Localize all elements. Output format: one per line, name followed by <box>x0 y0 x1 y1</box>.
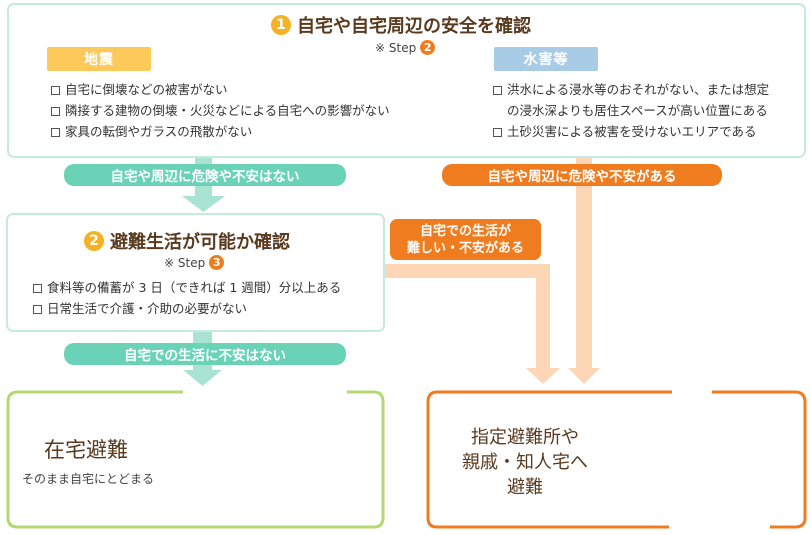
checkbox-icon <box>51 107 60 116</box>
checkbox-icon <box>493 128 502 137</box>
step2-check-2: 日常生活で介護・介助の必要がない <box>33 301 247 317</box>
result-shelter-text: 指定避難所や 親戚・知人宅へ 避難 <box>445 425 605 500</box>
checkbox-icon <box>51 128 60 137</box>
home-life-difficult-line2: 難しい・不安がある <box>406 240 524 256</box>
step2-box <box>6 213 385 332</box>
earthquake-tag: 地震 <box>47 47 151 71</box>
checkbox-icon <box>33 305 42 314</box>
flood-check-1: 洪水による浸水等のおそれがない、または想定 <box>493 82 769 98</box>
flood-item-2: 土砂災害による被害を受けないエリアである <box>507 124 757 139</box>
earthquake-check-3: 家具の転倒やガラスの飛散がない <box>51 124 252 140</box>
step1-box <box>7 3 806 158</box>
checkbox-icon <box>33 284 42 293</box>
step1-note-prefix: ※ Step <box>375 40 417 55</box>
step1-note: ※ Step 2 <box>375 40 436 55</box>
flood-tag: 水害等 <box>494 47 598 71</box>
earthquake-item-3: 家具の転倒やガラスの飛散がない <box>65 124 253 139</box>
step1-title-row: 1 自宅や自宅周辺の安全を確認 <box>271 12 531 38</box>
step2-title: 避難生活が可能か確認 <box>110 232 290 253</box>
flood-item-1-continued: の浸水深よりも居住スペースが高い位置にある <box>507 103 768 118</box>
step1-title: 自宅や自宅周辺の安全を確認 <box>297 16 531 37</box>
danger-condition-label: 自宅や周辺に危険や不安がある <box>442 164 722 186</box>
step2-title-row: 2 避難生活が可能か確認 <box>84 228 290 254</box>
step1-note-number: 2 <box>420 40 436 55</box>
earthquake-item-1: 自宅に倒壊などの被害がない <box>65 82 228 97</box>
flood-item-1: 洪水による浸水等のおそれがない、または想定 <box>507 82 770 97</box>
safe-condition-label: 自宅や周辺に危険や不安はない <box>64 164 346 186</box>
step2-item-2: 日常生活で介護・介助の必要がない <box>47 301 248 316</box>
step2-item-1: 食料等の備蓄が 3 日（できれば 1 週間）分以上ある <box>47 280 342 295</box>
checkbox-icon <box>493 86 502 95</box>
result-home-title: 在宅避難 <box>44 438 128 462</box>
earthquake-item-2: 隣接する建物の倒壊・火災などによる自宅への影響がない <box>65 103 390 118</box>
home-life-difficult-line1: 自宅での生活が <box>419 223 511 239</box>
result-shelter-line3: 避難 <box>507 477 543 498</box>
home-life-difficult-label: 自宅での生活が 難しい・不安がある <box>390 219 541 260</box>
step2-check-1: 食料等の備蓄が 3 日（できれば 1 週間）分以上ある <box>33 280 341 296</box>
step2-note-prefix: ※ Step <box>164 255 206 270</box>
arrow-step2-to-shelter <box>384 264 560 384</box>
step2-note-number: 3 <box>209 255 225 270</box>
checkbox-icon <box>51 86 60 95</box>
earthquake-check-2: 隣接する建物の倒壊・火災などによる自宅への影響がない <box>51 103 390 119</box>
home-life-ok-label: 自宅での生活に不安はない <box>64 343 346 365</box>
flood-check-1-cont: の浸水深よりも居住スペースが高い位置にある <box>507 103 768 119</box>
flood-check-2: 土砂災害による被害を受けないエリアである <box>493 124 757 140</box>
step2-number-badge: 2 <box>84 231 104 251</box>
arrow-step1-to-shelter <box>568 157 600 384</box>
earthquake-check-1: 自宅に倒壊などの被害がない <box>51 82 228 98</box>
result-shelter-line1: 指定避難所や <box>471 427 579 448</box>
step1-number-badge: 1 <box>271 15 291 35</box>
result-home-subtitle: そのまま自宅にとどまる <box>22 472 155 486</box>
step2-note: ※ Step 3 <box>164 255 225 270</box>
result-shelter-line2: 親戚・知人宅へ <box>462 452 588 473</box>
